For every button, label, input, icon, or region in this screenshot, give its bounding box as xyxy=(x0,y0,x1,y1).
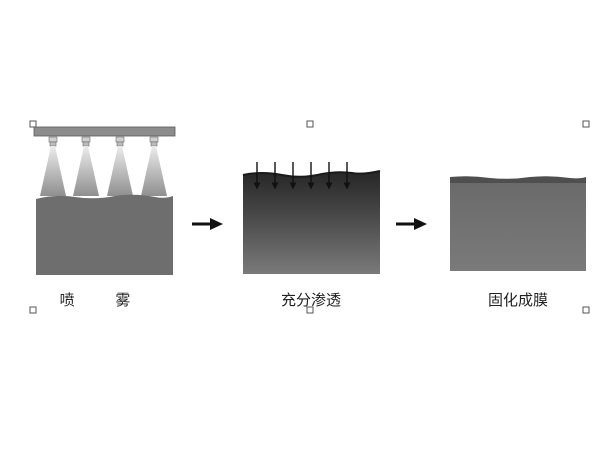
soaked-block xyxy=(243,171,380,274)
step-label-curing: 固化成膜 xyxy=(487,291,549,309)
arrow-right-2 xyxy=(396,218,427,230)
nozzle xyxy=(149,136,159,147)
spray-cones xyxy=(40,146,167,196)
nozzles xyxy=(48,136,159,147)
step-penetration xyxy=(242,162,381,274)
coating-surface xyxy=(242,170,381,178)
step-label-penetration: 充分渗透 xyxy=(280,291,342,309)
handle-top-center xyxy=(306,120,314,128)
nozzle xyxy=(48,136,58,147)
spray-cone xyxy=(40,146,66,196)
selection-handles xyxy=(29,120,590,314)
spray-cone xyxy=(141,146,167,196)
handle-top-left xyxy=(29,120,37,128)
arrow-right-1 xyxy=(192,218,223,230)
spray-cone xyxy=(73,146,99,196)
nozzle xyxy=(81,136,91,147)
handle-bottom-left xyxy=(29,306,37,314)
nozzle xyxy=(115,136,125,147)
cured-block xyxy=(450,180,586,271)
substrate-block xyxy=(36,194,173,275)
handle-top-right xyxy=(582,120,590,128)
step-label-spray: 喷 雾 xyxy=(59,291,149,309)
handle-bottom-right xyxy=(582,306,590,314)
cured-film xyxy=(450,176,586,183)
penetration-arrows xyxy=(253,162,351,190)
handle-bottom-center xyxy=(306,306,314,314)
nozzle-bar xyxy=(33,126,176,137)
step-curing xyxy=(450,176,586,271)
step-spray xyxy=(33,126,176,275)
spray-cone xyxy=(107,146,133,196)
